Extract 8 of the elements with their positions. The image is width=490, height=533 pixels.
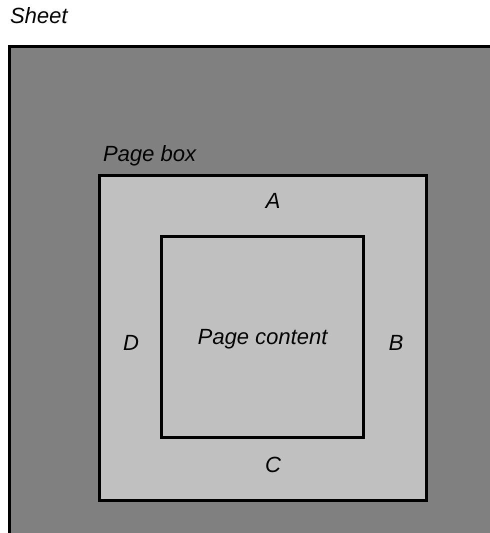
margin-label: C [265, 452, 281, 478]
box-label: Page content [198, 324, 328, 350]
margin-label: B [388, 330, 404, 356]
box-title: Page box [103, 141, 196, 167]
margin-label: A [266, 188, 280, 214]
margin-label: D [123, 330, 139, 356]
box-title: Sheet [10, 3, 68, 29]
page-content-box [160, 235, 365, 439]
